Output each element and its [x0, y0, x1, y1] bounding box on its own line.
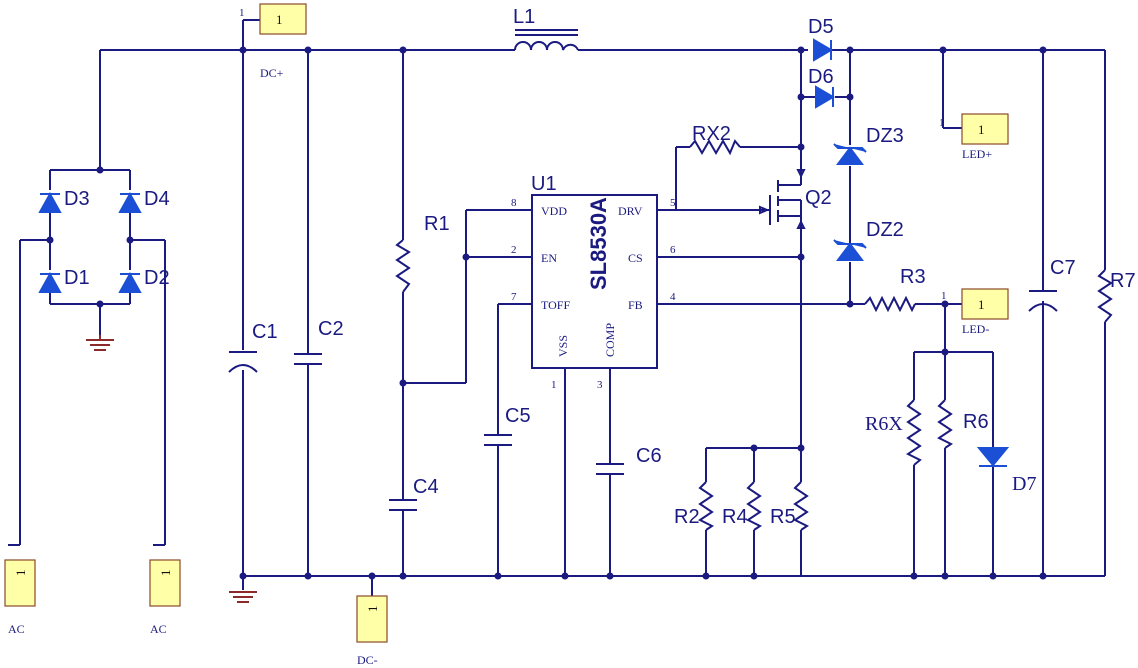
resistor-r1 [395, 239, 411, 293]
pin-name-vss: VSS [556, 335, 570, 357]
port-led-minus [961, 288, 1009, 320]
ref-c7: C7 [1050, 257, 1076, 279]
pin-number-vss: 1 [551, 379, 557, 391]
ref-r5: R5 [770, 506, 796, 528]
wires [19, 19, 1106, 596]
port-led-minus-pin: 1 [941, 290, 947, 302]
port-dc-plus-value: 1 [276, 12, 283, 27]
pin-name-fb: FB [628, 298, 643, 312]
port-dc-plus-pin: 1 [239, 7, 245, 19]
net-label-led-plus: LED+ [962, 147, 992, 161]
resistor-rx2 [689, 139, 741, 156]
capacitor-c7 [1028, 290, 1058, 312]
ref-q2: Q2 [805, 187, 832, 209]
ground-symbol-bridge [86, 335, 114, 351]
ref-c5: C5 [505, 405, 531, 427]
pin-number-toff: 7 [511, 291, 517, 303]
port-dc-plus [259, 3, 307, 35]
inductor-l1 [514, 29, 579, 51]
ref-d2: D2 [144, 267, 170, 289]
ref-r3: R3 [900, 266, 926, 288]
pin-name-en: EN [541, 251, 557, 265]
resistor-r7 [1097, 269, 1113, 323]
ref-dz3: DZ3 [866, 125, 904, 147]
ref-c6: C6 [636, 445, 662, 467]
port-ac-1 [4, 544, 36, 607]
ref-d7: D7 [1012, 473, 1036, 495]
port-ac-1-value: 1 [13, 570, 28, 577]
pin-name-cs: CS [628, 251, 643, 265]
capacitor-c6 [596, 463, 624, 475]
ref-d5: D5 [808, 16, 834, 38]
port-ac-2-value: 1 [158, 570, 173, 577]
ref-d1: D1 [64, 267, 90, 289]
resistor-r5 [793, 481, 809, 531]
net-label-dc-plus: DC+ [260, 66, 284, 80]
ref-r1: R1 [424, 213, 450, 235]
resistor-r2 [698, 481, 714, 531]
pin-number-drv: 5 [670, 197, 676, 209]
capacitor-c2 [294, 353, 322, 365]
pin-name-drv: DRV [618, 204, 643, 218]
pin-name-comp: COMP [603, 323, 617, 357]
ground-symbol-main [229, 591, 257, 603]
ref-c2: C2 [318, 318, 344, 340]
port-led-plus-pin: 1 [939, 117, 945, 129]
capacitor-c1 [228, 351, 258, 373]
ref-r4: R4 [722, 506, 748, 528]
port-led-plus-value: 1 [978, 122, 985, 137]
capacitor-c4 [389, 499, 417, 511]
diode-d2 [118, 271, 142, 293]
ref-d6: D6 [808, 66, 834, 88]
ref-rx2: RX2 [692, 123, 731, 145]
zener-dz2 [833, 239, 867, 261]
diode-d4 [118, 191, 142, 213]
net-label-led-minus: LED- [962, 322, 989, 336]
diode-d1 [38, 271, 62, 293]
ref-c4: C4 [413, 476, 439, 498]
port-dc-minus-value: 1 [365, 606, 380, 613]
ref-dz2: DZ2 [866, 219, 904, 241]
pin-number-en: 2 [511, 244, 517, 256]
ref-l1: L1 [513, 6, 535, 28]
ref-r2: R2 [674, 506, 700, 528]
pin-number-comp: 3 [597, 379, 603, 391]
port-led-plus [961, 113, 1009, 145]
pin-number-vdd: 8 [511, 197, 517, 209]
pin-number-fb: 4 [670, 291, 676, 303]
ref-u1: U1 [531, 173, 557, 195]
port-ac-2 [149, 544, 181, 607]
diode-d3 [38, 191, 62, 213]
capacitor-c5 [484, 434, 512, 446]
net-label-ac-1: AC [8, 622, 25, 636]
junction-dots [46, 46, 1047, 580]
diode-d5 [813, 38, 833, 62]
port-led-minus-value: 1 [978, 297, 985, 312]
ref-r7: R7 [1110, 270, 1136, 292]
ref-c1: C1 [252, 321, 278, 343]
resistor-r3 [864, 295, 916, 313]
ref-d3: D3 [64, 188, 90, 210]
pin-name-vdd: VDD [541, 204, 567, 218]
ic-u1 [510, 194, 678, 369]
zener-dz3 [833, 143, 867, 165]
ref-r6: R6 [963, 411, 989, 433]
resistor-r4 [746, 481, 762, 531]
net-label-ac-2: AC [150, 622, 167, 636]
pin-number-cs: 6 [670, 244, 676, 256]
port-dc-minus [356, 595, 388, 643]
resistor-r6x [906, 399, 922, 466]
pin-name-toff: TOFF [541, 298, 570, 312]
net-label-dc-minus: DC- [357, 653, 378, 667]
diode-d6 [815, 85, 835, 109]
ref-r6x: R6X [865, 413, 903, 435]
ic-part-number: SL8530A [586, 197, 611, 290]
diode-d7 [976, 447, 1010, 467]
ic-body [531, 194, 658, 369]
resistor-r6 [937, 399, 953, 449]
mosfet-q2 [759, 169, 806, 229]
ref-d4: D4 [144, 188, 170, 210]
